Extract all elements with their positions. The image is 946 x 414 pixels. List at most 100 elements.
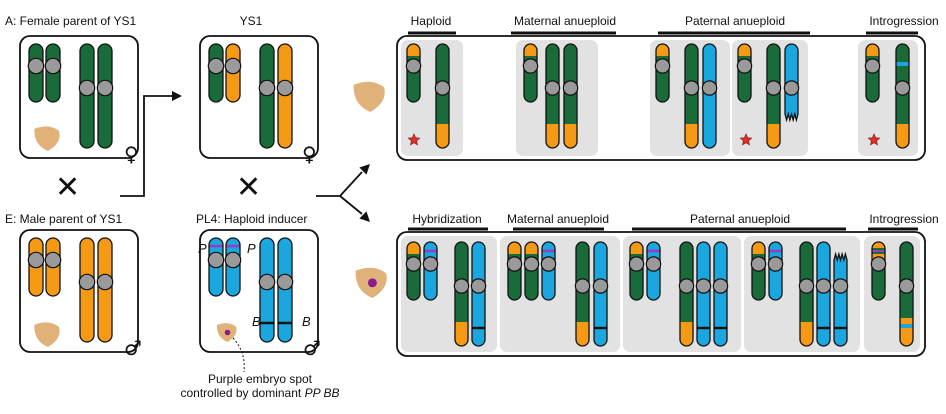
centromere: [574, 278, 591, 294]
centromere: [44, 57, 62, 75]
seed-icon: [34, 322, 60, 347]
star-icon: [407, 133, 421, 146]
chromosome-segment: [407, 44, 420, 57]
chromosome-segment: [697, 242, 710, 346]
label-b-right: B: [302, 314, 311, 329]
parent-box: [199, 35, 319, 159]
chromosome: [276, 237, 294, 343]
bottom-header-hybridization: Hybridization: [412, 212, 482, 226]
chromosome: [898, 241, 915, 347]
chromosome-outline: [208, 237, 224, 297]
centromere: [767, 256, 784, 272]
centromere: [562, 80, 579, 96]
centromere: [258, 273, 276, 291]
centromere: [678, 278, 695, 294]
chromosome-segment: [98, 44, 112, 148]
centromere: [628, 256, 645, 272]
chromosome: [864, 43, 881, 103]
centromere: [683, 80, 700, 96]
chromosome: [78, 237, 96, 343]
chromosome: [27, 237, 45, 297]
centromere: [592, 278, 609, 294]
chromosome-segment: [866, 44, 879, 57]
chromosome: [434, 43, 451, 149]
chromosome: [224, 237, 242, 297]
chromosome-outline: [471, 241, 486, 347]
broken-chromosome: [783, 43, 800, 123]
seed-body: [353, 81, 385, 112]
chromosome-outline: [646, 241, 661, 301]
chromosome-segment: [546, 124, 559, 148]
chromosome-outline: [899, 241, 914, 347]
chromosome-outline: [45, 43, 61, 103]
centromere: [522, 58, 539, 74]
chromosome-outline: [423, 241, 438, 301]
chromosome: [695, 241, 712, 347]
purple-spot: [367, 278, 377, 288]
centromere: [832, 278, 849, 294]
caption-embryo-spot: Purple embryo spot controlled by dominan…: [160, 372, 360, 400]
female-symbol-a: ♀: [124, 142, 139, 166]
parent-box: [199, 229, 319, 353]
chromosome: [96, 43, 114, 149]
arrowhead-icon: [359, 211, 370, 222]
chromosome-segment: [524, 44, 537, 57]
arrows: [120, 91, 370, 222]
chromosome-outline: [766, 43, 781, 149]
chromosome: [645, 241, 662, 301]
chromosome-segment: [680, 322, 693, 346]
centromere: [815, 278, 832, 294]
chromosome-outline: [751, 241, 766, 301]
centromere: [422, 256, 439, 272]
chromosome: [870, 241, 887, 301]
centromere: [470, 278, 487, 294]
arrow-split: [316, 171, 363, 215]
star-icon: [739, 133, 753, 146]
top-header-introgression: Introgression: [869, 14, 939, 28]
centromere: [765, 80, 782, 96]
female-symbol-ys1: ♀: [302, 142, 317, 166]
centromere: [654, 58, 671, 74]
chromosome-segment: [630, 242, 643, 255]
chromosome-outline: [655, 43, 670, 103]
chromosome: [765, 43, 782, 149]
icons: [34, 81, 881, 373]
chromosome-outline: [259, 43, 275, 149]
star-icon: [867, 133, 881, 146]
seed-purple-icon: [355, 267, 387, 298]
chromosome-outline: [593, 241, 608, 347]
chromosome-segment: [472, 242, 485, 346]
chromosome-outline: [684, 43, 699, 149]
centromere: [96, 273, 114, 291]
chromosome-outline: [679, 241, 694, 347]
chromosome-segment: [817, 242, 830, 346]
top-header-haploid: Haploid: [410, 14, 452, 28]
chromosome-outline: [225, 43, 241, 103]
chromosome: [523, 241, 540, 301]
chromosome-segment: [714, 242, 727, 346]
centromere: [224, 251, 242, 269]
chromosome-segment: [455, 322, 468, 346]
chromosome: [712, 241, 729, 347]
chromosome: [258, 237, 276, 343]
centromere: [27, 57, 45, 75]
chromosome-outline: [523, 43, 538, 103]
caption-line-2: controlled by dominant PP BB: [160, 386, 360, 400]
chromosome-segment: [525, 242, 538, 255]
chromosome-outline: [871, 241, 886, 301]
centromere: [506, 256, 523, 272]
label-p-left: P: [198, 241, 207, 256]
centromere: [453, 278, 470, 294]
chromosome: [207, 43, 225, 103]
chromosome: [815, 241, 832, 347]
chromosome: [544, 43, 561, 149]
chromosome: [894, 43, 911, 149]
chromosome-outline: [28, 43, 44, 103]
chromosome-segment: [594, 242, 607, 346]
centromere: [540, 256, 557, 272]
chromosome-outline: [454, 241, 469, 347]
chromosome: [701, 43, 718, 149]
male-symbol-pl4: ♂: [303, 336, 321, 360]
centromere: [645, 256, 662, 272]
leader-line: [232, 337, 245, 373]
